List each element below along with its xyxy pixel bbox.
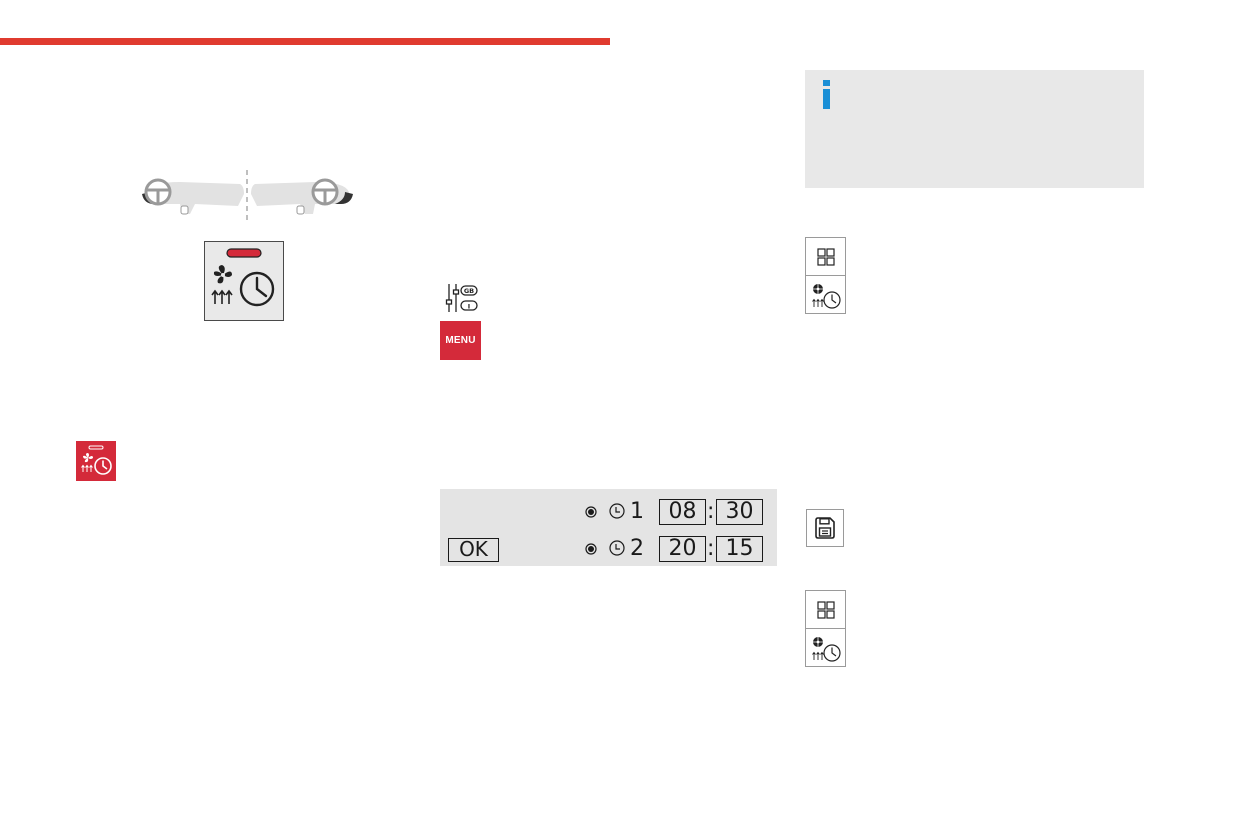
fan-heat-timer-icon [211, 248, 275, 307]
timer-index-2: 2 [630, 536, 644, 561]
ok-button[interactable]: OK [448, 538, 499, 562]
save-button[interactable] [806, 509, 844, 547]
section-top-rule [0, 38, 610, 45]
info-note-box [805, 70, 1144, 188]
settings-badge-bottom: I [468, 302, 470, 310]
timer-1-hours[interactable]: 08 [659, 499, 706, 525]
timer-1-minutes[interactable]: 30 [716, 499, 763, 525]
timer-settings-panel: 1 08 : 30 OK 2 20 : 15 [440, 489, 777, 566]
icon-pair-apps-preheat-2 [805, 590, 846, 667]
settings-language-icon[interactable]: GB I [445, 283, 479, 313]
preheat-timer-menu-button[interactable] [806, 275, 845, 313]
settings-badge-top: GB [464, 287, 474, 295]
radio-selected-icon[interactable] [585, 506, 597, 518]
timer-2-separator: : [707, 536, 715, 561]
fan-heat-timer-icon [811, 636, 841, 662]
clock-icon [609, 503, 625, 519]
radio-selected-icon[interactable] [585, 543, 597, 555]
apps-grid-icon [816, 247, 835, 266]
apps-grid-button[interactable] [806, 238, 845, 275]
clock-icon [609, 540, 625, 556]
save-disk-icon [815, 517, 835, 539]
timer-2-minutes[interactable]: 15 [716, 536, 763, 562]
icon-pair-apps-preheat [805, 237, 846, 314]
fan-heat-timer-icon [811, 283, 841, 309]
left-and-right-hand-drive-icon [142, 170, 353, 220]
timer-index-1: 1 [630, 499, 644, 524]
preheat-timer-menu-button[interactable] [806, 628, 845, 666]
apps-grid-button[interactable] [806, 591, 845, 628]
timer-1-separator: : [707, 499, 715, 524]
fan-heat-timer-icon-red [76, 441, 116, 481]
preheat-timer-button[interactable] [204, 241, 284, 321]
menu-button[interactable]: MENU [440, 321, 481, 360]
apps-grid-icon [816, 600, 835, 619]
timer-2-hours[interactable]: 20 [659, 536, 706, 562]
info-icon [823, 80, 830, 109]
